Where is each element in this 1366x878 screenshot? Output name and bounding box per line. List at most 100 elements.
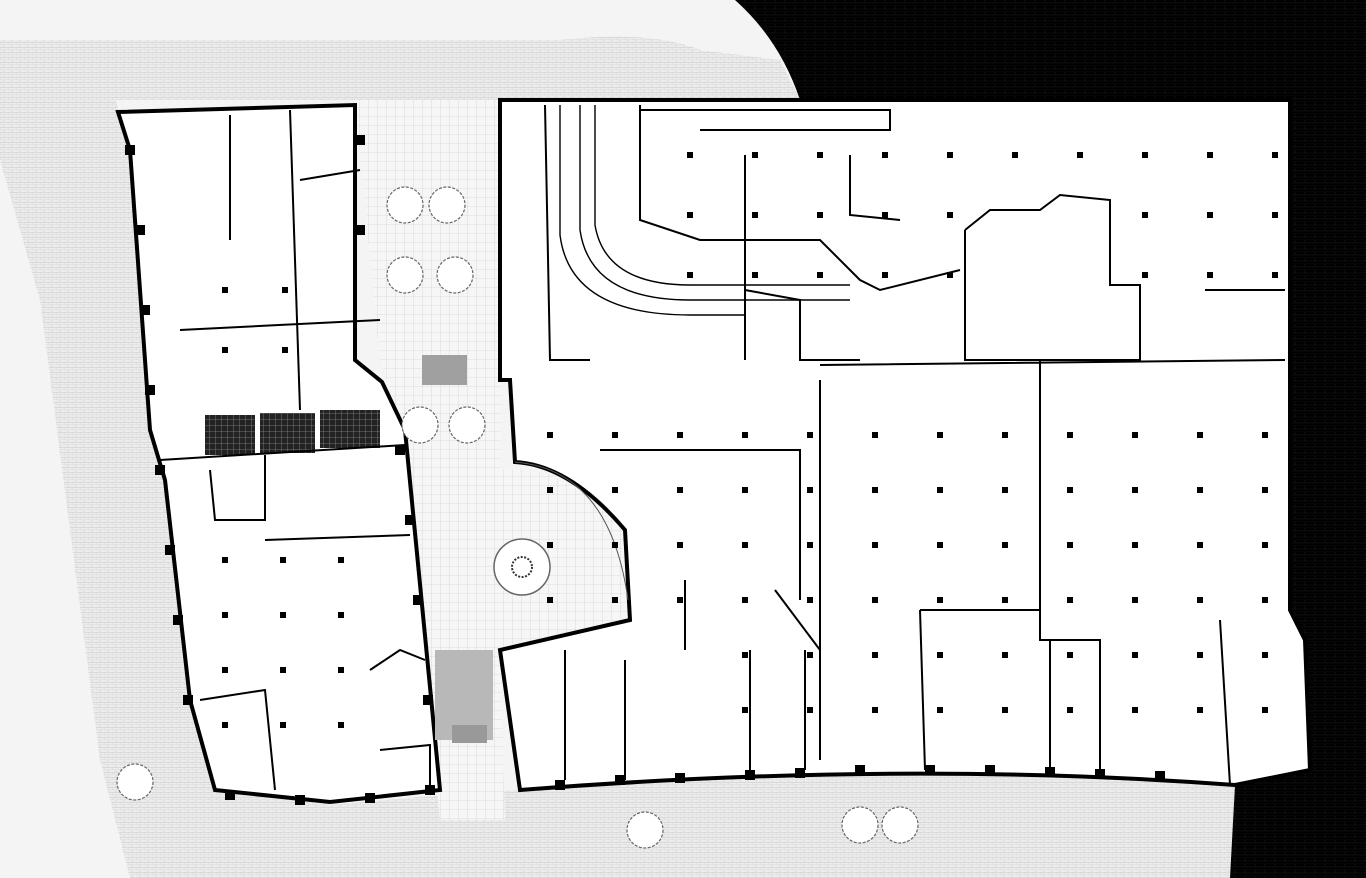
column (742, 707, 748, 713)
column (882, 152, 888, 158)
parking-ramp (559, 105, 850, 316)
facade-pier (425, 785, 435, 795)
column (872, 597, 878, 603)
column (1067, 487, 1073, 493)
column (742, 487, 748, 493)
tree-icon (386, 256, 424, 294)
column (937, 652, 943, 658)
tree-icon (401, 406, 439, 444)
facade-pier (135, 225, 145, 235)
dark-surround (735, 0, 1366, 878)
tree-icon (436, 256, 474, 294)
facade-pier (125, 145, 135, 155)
column (338, 557, 344, 563)
column (1132, 652, 1138, 658)
facade-pier (675, 773, 685, 783)
facade-pier (1155, 771, 1165, 781)
column (338, 722, 344, 728)
column (677, 597, 683, 603)
column (1207, 272, 1213, 278)
column (1067, 597, 1073, 603)
interior-walls (159, 104, 1286, 791)
facade-pier (173, 615, 183, 625)
arcade-dark-tiles (320, 410, 380, 448)
column (547, 542, 553, 548)
column (1002, 707, 1008, 713)
column (612, 432, 618, 438)
facade-pier (555, 780, 565, 790)
column (1262, 652, 1268, 658)
column (817, 152, 823, 158)
column (817, 212, 823, 218)
structural-columns (222, 152, 1278, 728)
facade-piers (125, 135, 1165, 805)
facade-pier (183, 695, 193, 705)
column (222, 287, 228, 293)
column (222, 612, 228, 618)
column (677, 487, 683, 493)
column (1197, 707, 1203, 713)
column (547, 432, 553, 438)
column (1262, 597, 1268, 603)
column (807, 597, 813, 603)
facade-pier (925, 765, 935, 775)
column (1197, 432, 1203, 438)
column (872, 487, 878, 493)
column (947, 152, 953, 158)
top-street (0, 36, 800, 100)
column (872, 542, 878, 548)
column (280, 612, 286, 618)
column (1077, 152, 1083, 158)
plaza-shaded-tiles (422, 355, 467, 385)
column (752, 212, 758, 218)
column (222, 557, 228, 563)
column (1142, 152, 1148, 158)
arcade-dark-tiles (260, 413, 315, 453)
column (687, 272, 693, 278)
column (1262, 432, 1268, 438)
column (1067, 432, 1073, 438)
facade-pier (423, 695, 433, 705)
facade-pier (295, 795, 305, 805)
column (338, 667, 344, 673)
column (1132, 487, 1138, 493)
column (1132, 542, 1138, 548)
facade-pier (795, 768, 805, 778)
column (547, 597, 553, 603)
column (947, 272, 953, 278)
column (807, 432, 813, 438)
column (1067, 652, 1073, 658)
column (1197, 542, 1203, 548)
facade-pier (1095, 769, 1105, 779)
facade-pier (615, 775, 625, 785)
column (1207, 152, 1213, 158)
column (1142, 272, 1148, 278)
column (937, 597, 943, 603)
tree-icon (841, 806, 879, 844)
column (807, 652, 813, 658)
column (687, 212, 693, 218)
facade-pier (355, 225, 365, 235)
column (1002, 597, 1008, 603)
tree-icon (626, 811, 664, 849)
column (1067, 707, 1073, 713)
column (338, 612, 344, 618)
column (677, 542, 683, 548)
column (1002, 487, 1008, 493)
column (807, 707, 813, 713)
column (872, 432, 878, 438)
column (1132, 432, 1138, 438)
column (612, 487, 618, 493)
column (1132, 707, 1138, 713)
column (280, 557, 286, 563)
arcade-dark-tiles (205, 415, 255, 455)
facade-pier (745, 770, 755, 780)
column (742, 652, 748, 658)
left-pavement (0, 80, 215, 800)
column (1272, 152, 1278, 158)
fountain-icon (493, 538, 551, 596)
column (1197, 597, 1203, 603)
facade-pier (155, 465, 165, 475)
column (947, 212, 953, 218)
